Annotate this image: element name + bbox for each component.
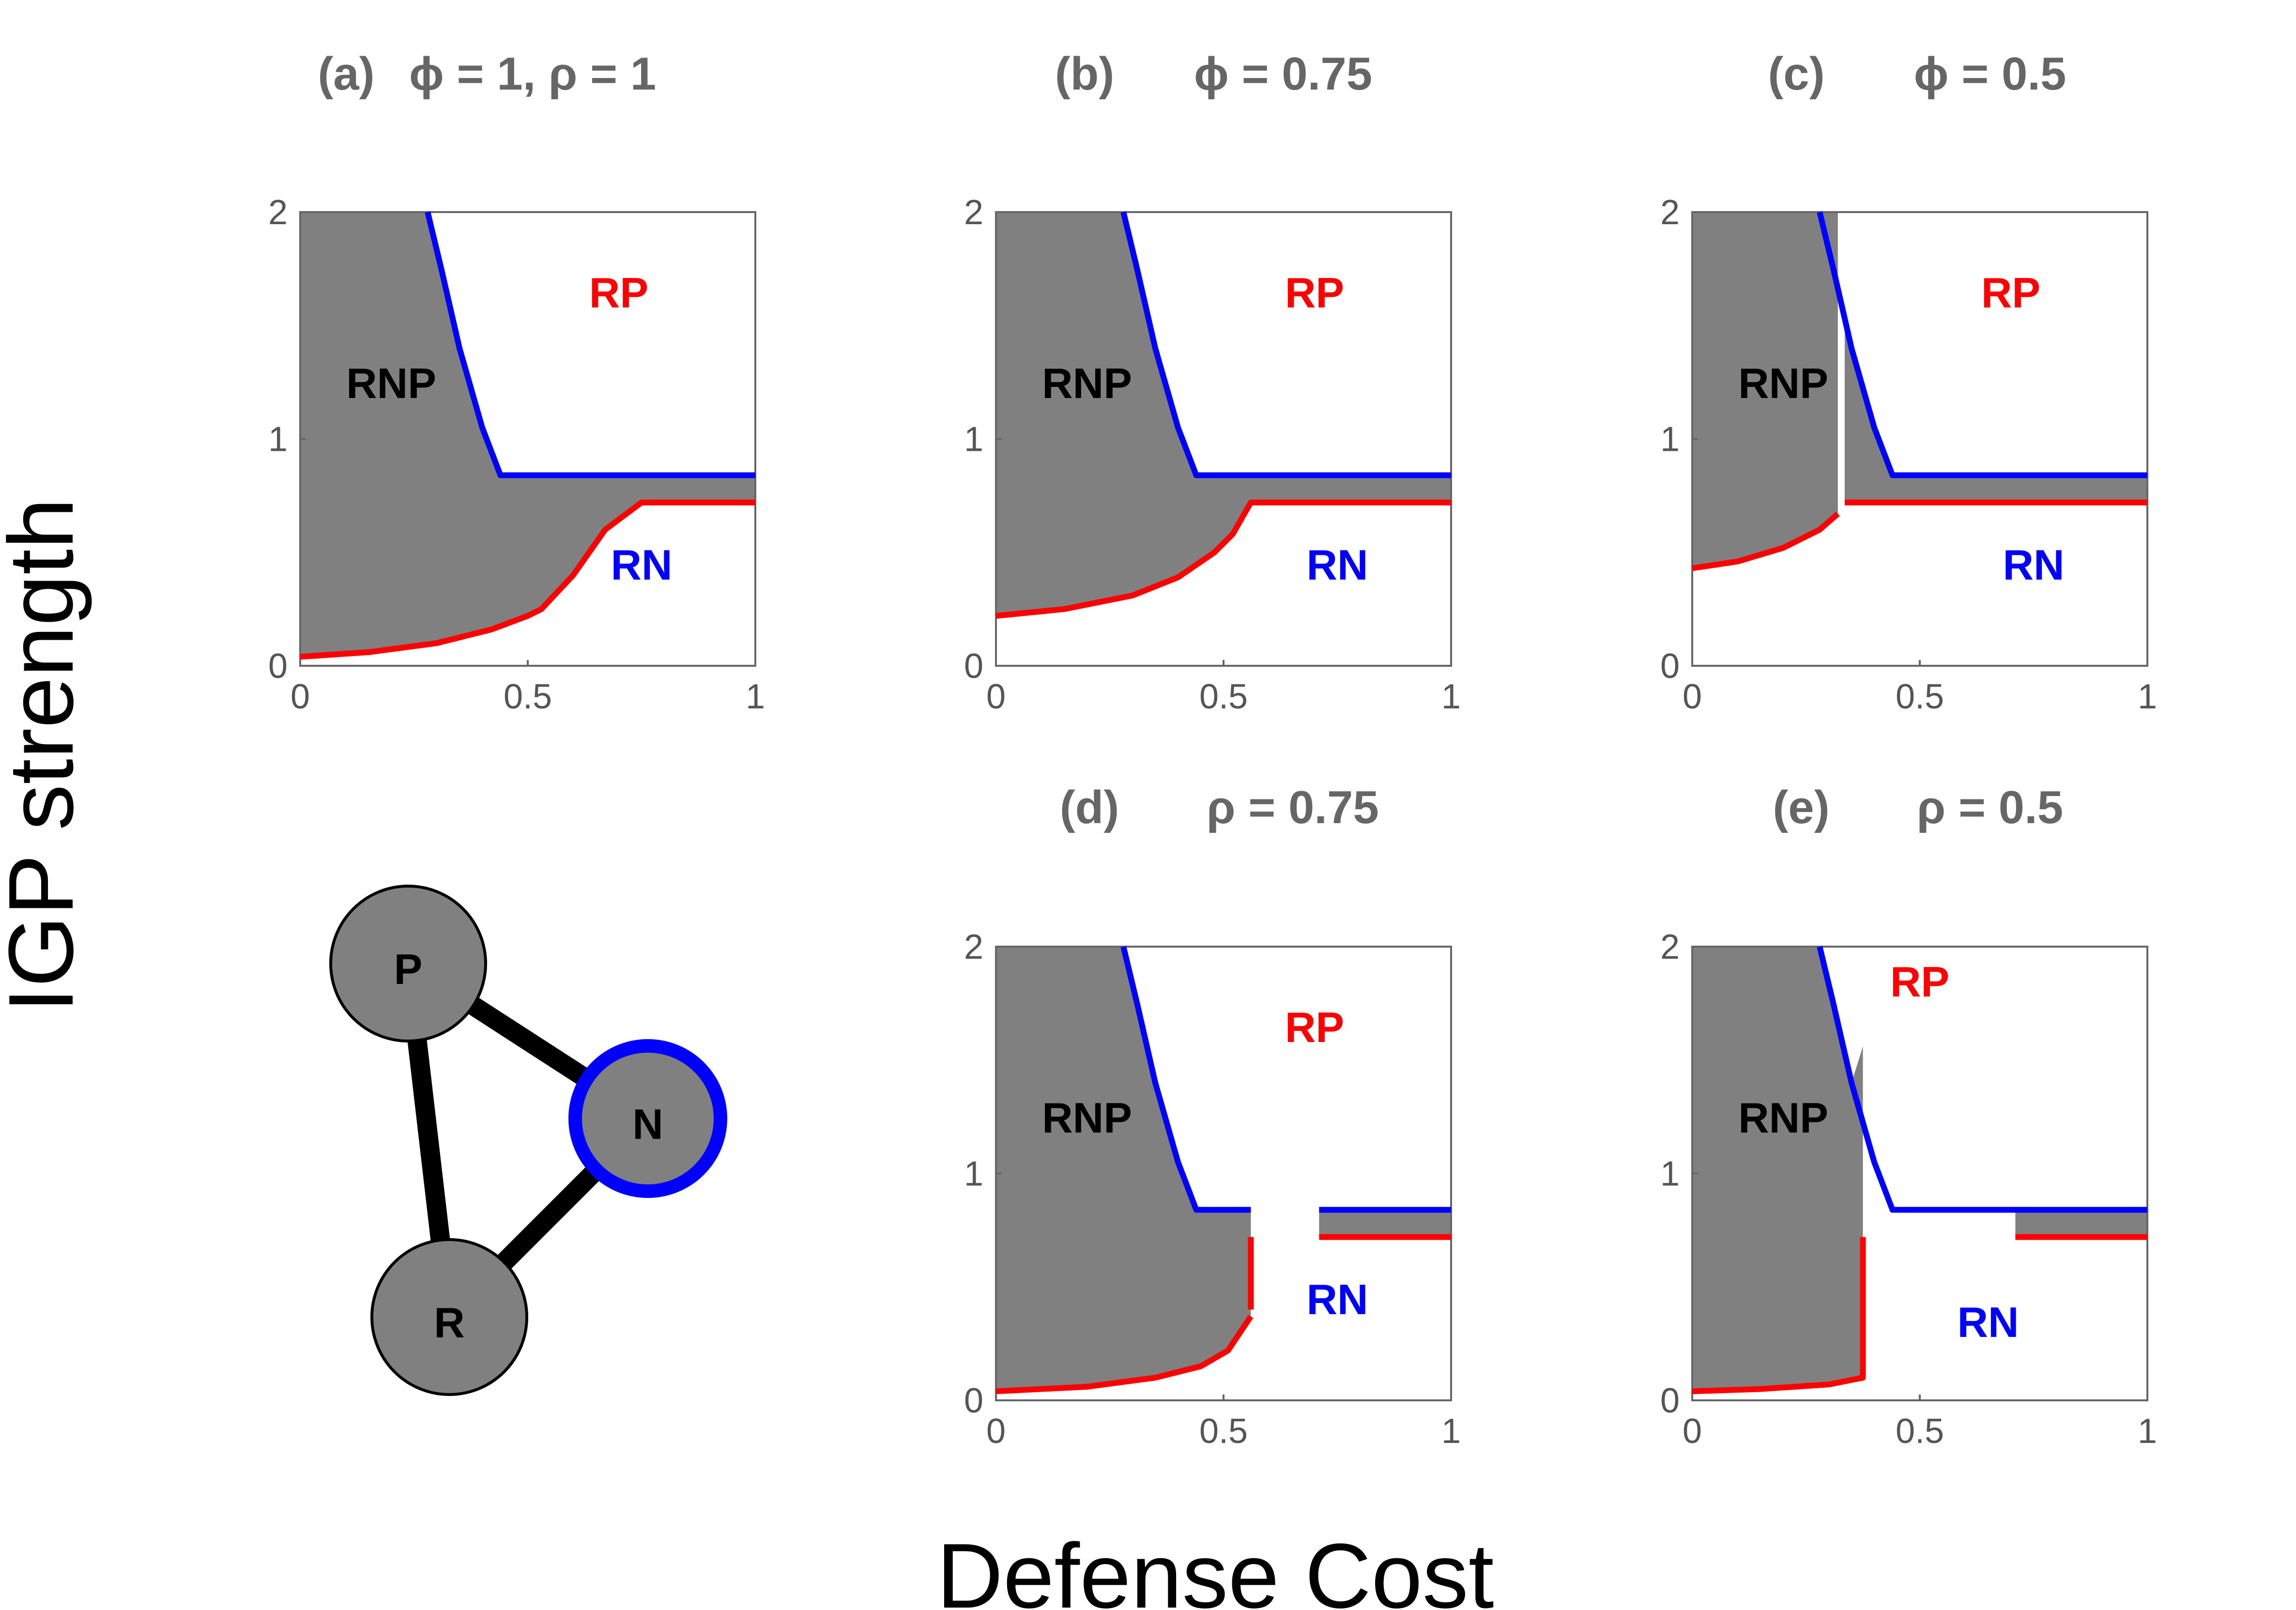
y-axis-label: IGP strength	[0, 498, 92, 1012]
shaded-region-1	[2015, 1210, 2147, 1237]
node-circle	[568, 1039, 727, 1198]
x-tick-label: 0.5	[504, 677, 552, 716]
panel-title-letter: (e)	[1773, 782, 1829, 833]
x-tick-label: 0	[986, 677, 1006, 716]
blue-boundary-0	[1817, 211, 2147, 478]
y-tick-label: 0	[268, 647, 288, 686]
x-tick-label: 0	[1683, 677, 1702, 716]
region-label-rnp: RNP	[1738, 1094, 1828, 1142]
x-tick-label: 0.5	[1896, 1412, 1944, 1451]
panel-title-letter: (a)	[318, 48, 374, 100]
y-tick-label: 0	[964, 647, 983, 686]
panel-title-param: ρ = 0.75	[1207, 782, 1379, 833]
x-tick-label: 0	[986, 1412, 1006, 1451]
region-label-rn: RN	[1306, 541, 1368, 589]
panel-title-letter: (c)	[1768, 48, 1824, 100]
region-label-rp: RP	[1285, 269, 1344, 317]
node-circle	[329, 885, 487, 1043]
y-tick-label: 0	[1660, 647, 1680, 686]
node-p: P	[329, 885, 487, 1043]
region-label-rn: RN	[1957, 1298, 2019, 1346]
y-tick-label: 1	[964, 420, 983, 459]
panel-title-param: ϕ = 0.5	[1914, 48, 2066, 100]
y-tick-label: 2	[1660, 928, 1680, 966]
red-boundary-0	[300, 499, 755, 660]
shaded-region-1	[1844, 325, 2147, 503]
region-label-rnp: RNP	[1042, 1094, 1132, 1142]
blue-boundary-0	[1120, 946, 1251, 1213]
panel-title-param: ϕ = 1, ρ = 1	[409, 48, 656, 100]
x-tick-label: 0.5	[1199, 1412, 1248, 1451]
y-tick-label: 1	[1660, 420, 1680, 459]
panel-title-param: ϕ = 0.75	[1194, 48, 1372, 100]
x-tick-label: 0	[1683, 1412, 1702, 1451]
y-tick-label: 1	[964, 1155, 983, 1194]
region-label-rnp: RNP	[1042, 359, 1132, 407]
shaded-region-0	[300, 212, 755, 657]
node-r: R	[370, 1238, 528, 1396]
x-axis-label: Defense Cost	[936, 1525, 1494, 1610]
node-label: N	[632, 1100, 663, 1148]
shaded-region-0	[1692, 947, 1863, 1392]
panel-title-letter: (b)	[1055, 48, 1115, 100]
region-label-rn: RN	[2003, 541, 2064, 589]
region-label-rn: RN	[1306, 1275, 1368, 1323]
x-tick-label: 0.5	[1896, 677, 1944, 716]
region-label-rp: RP	[589, 269, 648, 317]
food-web-diagram: P N R	[329, 885, 727, 1396]
blue-boundary-0	[425, 211, 755, 478]
red-boundary-0	[1692, 511, 1840, 571]
region-label-rn: RN	[611, 541, 672, 589]
shaded-region-0	[996, 947, 1251, 1392]
red-boundary-0	[1692, 1237, 1866, 1395]
region-label-rp: RP	[1285, 1003, 1344, 1051]
y-tick-label: 2	[964, 193, 983, 232]
y-tick-label: 0	[1660, 1381, 1680, 1420]
node-label: P	[394, 945, 423, 993]
region-label-rp: RP	[1890, 958, 1949, 1006]
red-boundary-0	[995, 1315, 1254, 1395]
shaded-region-0	[1692, 212, 1838, 568]
panel-title-param: ρ = 0.5	[1917, 782, 2063, 833]
red-boundary-0	[995, 499, 1451, 619]
y-tick-label: 0	[964, 1381, 983, 1420]
x-tick-label: 1	[1441, 677, 1461, 716]
node-label: R	[434, 1299, 465, 1347]
blue-boundary-0	[1817, 946, 2147, 1213]
x-tick-label: 1	[1441, 1412, 1461, 1451]
shaded-region-0	[996, 212, 1451, 616]
x-tick-label: 1	[2138, 1412, 2157, 1451]
region-label-rnp: RNP	[1738, 359, 1828, 407]
x-tick-label: 0.5	[1199, 677, 1248, 716]
y-tick-label: 1	[1660, 1155, 1680, 1194]
y-tick-label: 2	[1660, 193, 1680, 232]
node-circle	[370, 1238, 528, 1396]
y-tick-label: 2	[964, 928, 983, 966]
node-n: N	[568, 1039, 727, 1198]
panel-title-letter: (d)	[1060, 782, 1119, 833]
region-label-rnp: RNP	[346, 359, 436, 407]
x-tick-label: 1	[746, 677, 765, 716]
x-tick-label: 1	[2138, 677, 2157, 716]
y-tick-label: 1	[268, 420, 288, 459]
shaded-region-1	[1319, 1210, 1451, 1237]
y-tick-label: 2	[268, 193, 288, 232]
region-label-rp: RP	[1981, 269, 2040, 317]
blue-boundary-0	[1120, 211, 1451, 478]
x-tick-label: 0	[291, 677, 310, 716]
